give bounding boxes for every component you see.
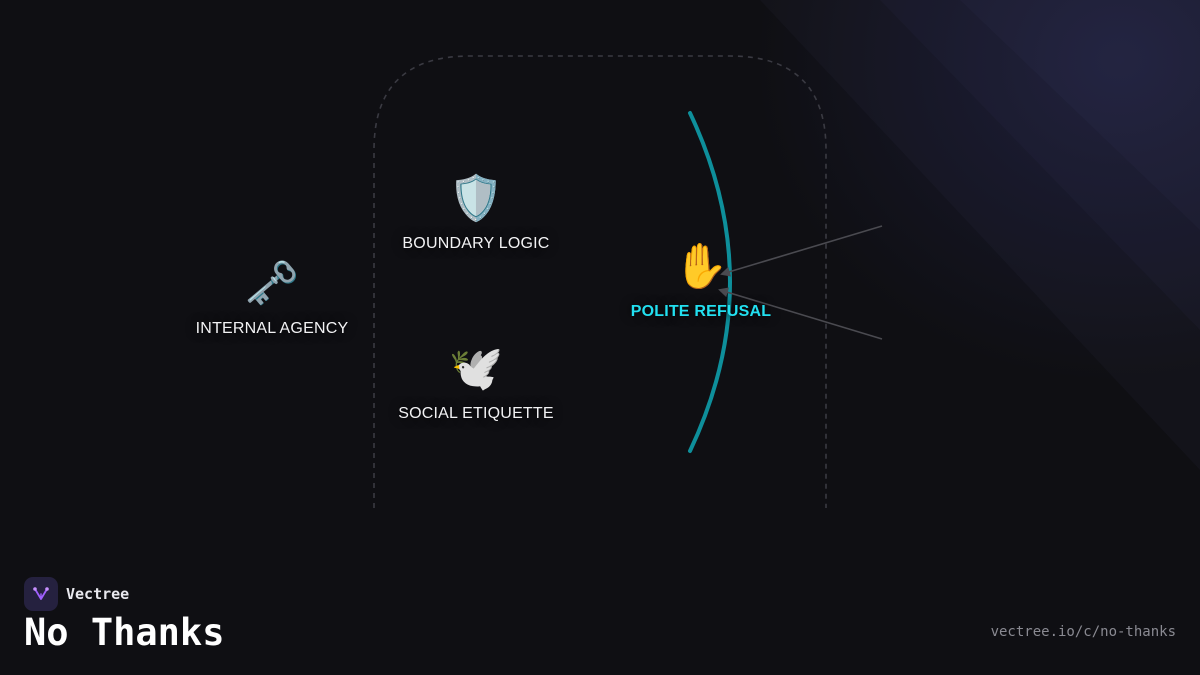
node-label: SOCIAL ETIQUETTE <box>398 405 554 422</box>
key-icon: 🗝️ <box>244 258 300 309</box>
dove-icon: 🕊️ <box>448 343 504 394</box>
node-label-highlight: POLITE REFUSAL <box>630 303 772 320</box>
vectree-logo-icon <box>24 577 58 611</box>
brand[interactable]: Vectree <box>24 577 129 611</box>
incoming-arrow-upper <box>720 225 883 277</box>
brand-name: Vectree <box>66 585 130 603</box>
node-label: BOUNDARY LOGIC <box>402 235 550 252</box>
node-boundary-logic[interactable]: 🛡️ BOUNDARY LOGIC <box>402 173 549 253</box>
page-url[interactable]: vectree.io/c/no-thanks <box>990 624 1176 640</box>
node-internal-agency[interactable]: 🗝️ INTERNAL AGENCY <box>196 258 349 338</box>
shield-icon: 🛡️ <box>448 173 504 224</box>
raised-hand-icon: ✋ <box>673 241 729 292</box>
page-title: No Thanks <box>24 611 225 654</box>
node-polite-refusal[interactable]: ✋ POLITE REFUSAL <box>631 241 772 321</box>
node-label: INTERNAL AGENCY <box>195 320 349 337</box>
node-social-etiquette[interactable]: 🕊️ SOCIAL ETIQUETTE <box>398 343 554 423</box>
refusal-barrier-arc <box>688 111 732 453</box>
container-outline <box>373 55 827 508</box>
incoming-arrow-lower <box>718 287 883 340</box>
